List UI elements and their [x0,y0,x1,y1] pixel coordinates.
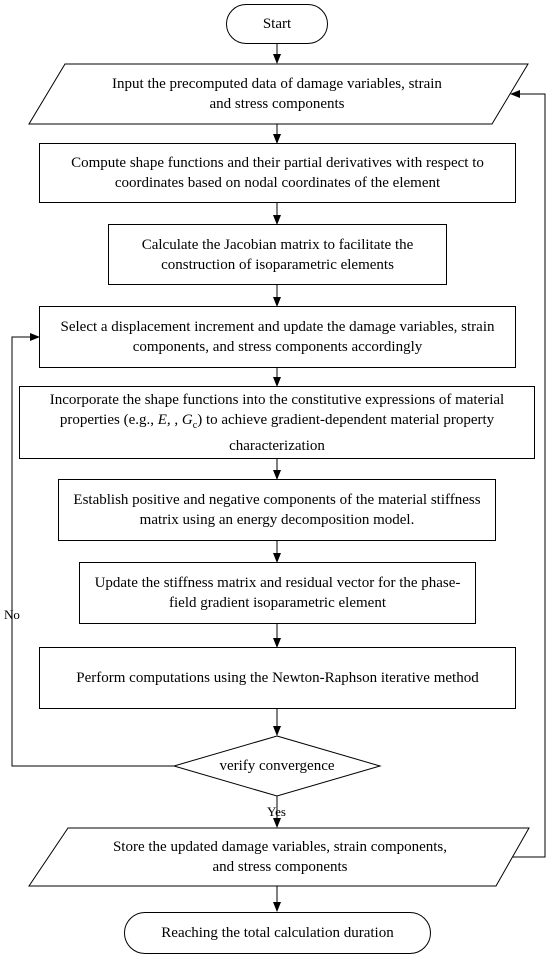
end-terminator: Reaching the total calculation duration [124,912,431,954]
verify-label: verify convergence [219,758,335,774]
start-terminator: Start [226,4,328,44]
arrow-store-loop [510,90,546,858]
end-label: Reaching the total calculation duration [161,925,394,941]
store-label: Store the updated damage variables, stra… [112,839,448,875]
input-label: Input the precomputed data of damage var… [112,76,442,112]
energy-label: Establish positive and negative componen… [73,492,481,528]
symbol-g-subscript: c [192,419,198,431]
symbol-e: E [157,411,167,428]
increment-box: Select a displacement increment and upda… [39,306,516,368]
start-label: Start [262,16,292,32]
newton-box: Perform computations using the Newton-Ra… [39,647,516,709]
newton-label: Perform computations using the Newton-Ra… [76,670,479,686]
input-parallelogram [28,63,529,125]
shape-functions-label: Compute shape functions and their partia… [71,155,484,191]
jacobian-box: Calculate the Jacobian matrix to facilit… [108,224,447,285]
no-label: No [4,607,20,622]
increment-label: Select a displacement increment and upda… [60,319,495,355]
update-stiffness-box: Update the stiffness matrix and residual… [79,562,476,624]
incorporate-box: Incorporate the shape functions into the… [19,386,535,459]
update-stiffness-label: Update the stiffness matrix and residual… [94,575,461,611]
jacobian-label: Calculate the Jacobian matrix to facilit… [141,236,414,273]
shape-functions-box: Compute shape functions and their partia… [39,143,516,203]
yes-label: Yes [267,804,286,819]
incorporate-label: Incorporate the shape functions into the… [49,391,505,454]
store-parallelogram [28,827,530,887]
symbol-g: G [181,411,193,428]
energy-box: Establish positive and negative componen… [58,479,496,541]
arrow-no-loop [11,333,174,767]
